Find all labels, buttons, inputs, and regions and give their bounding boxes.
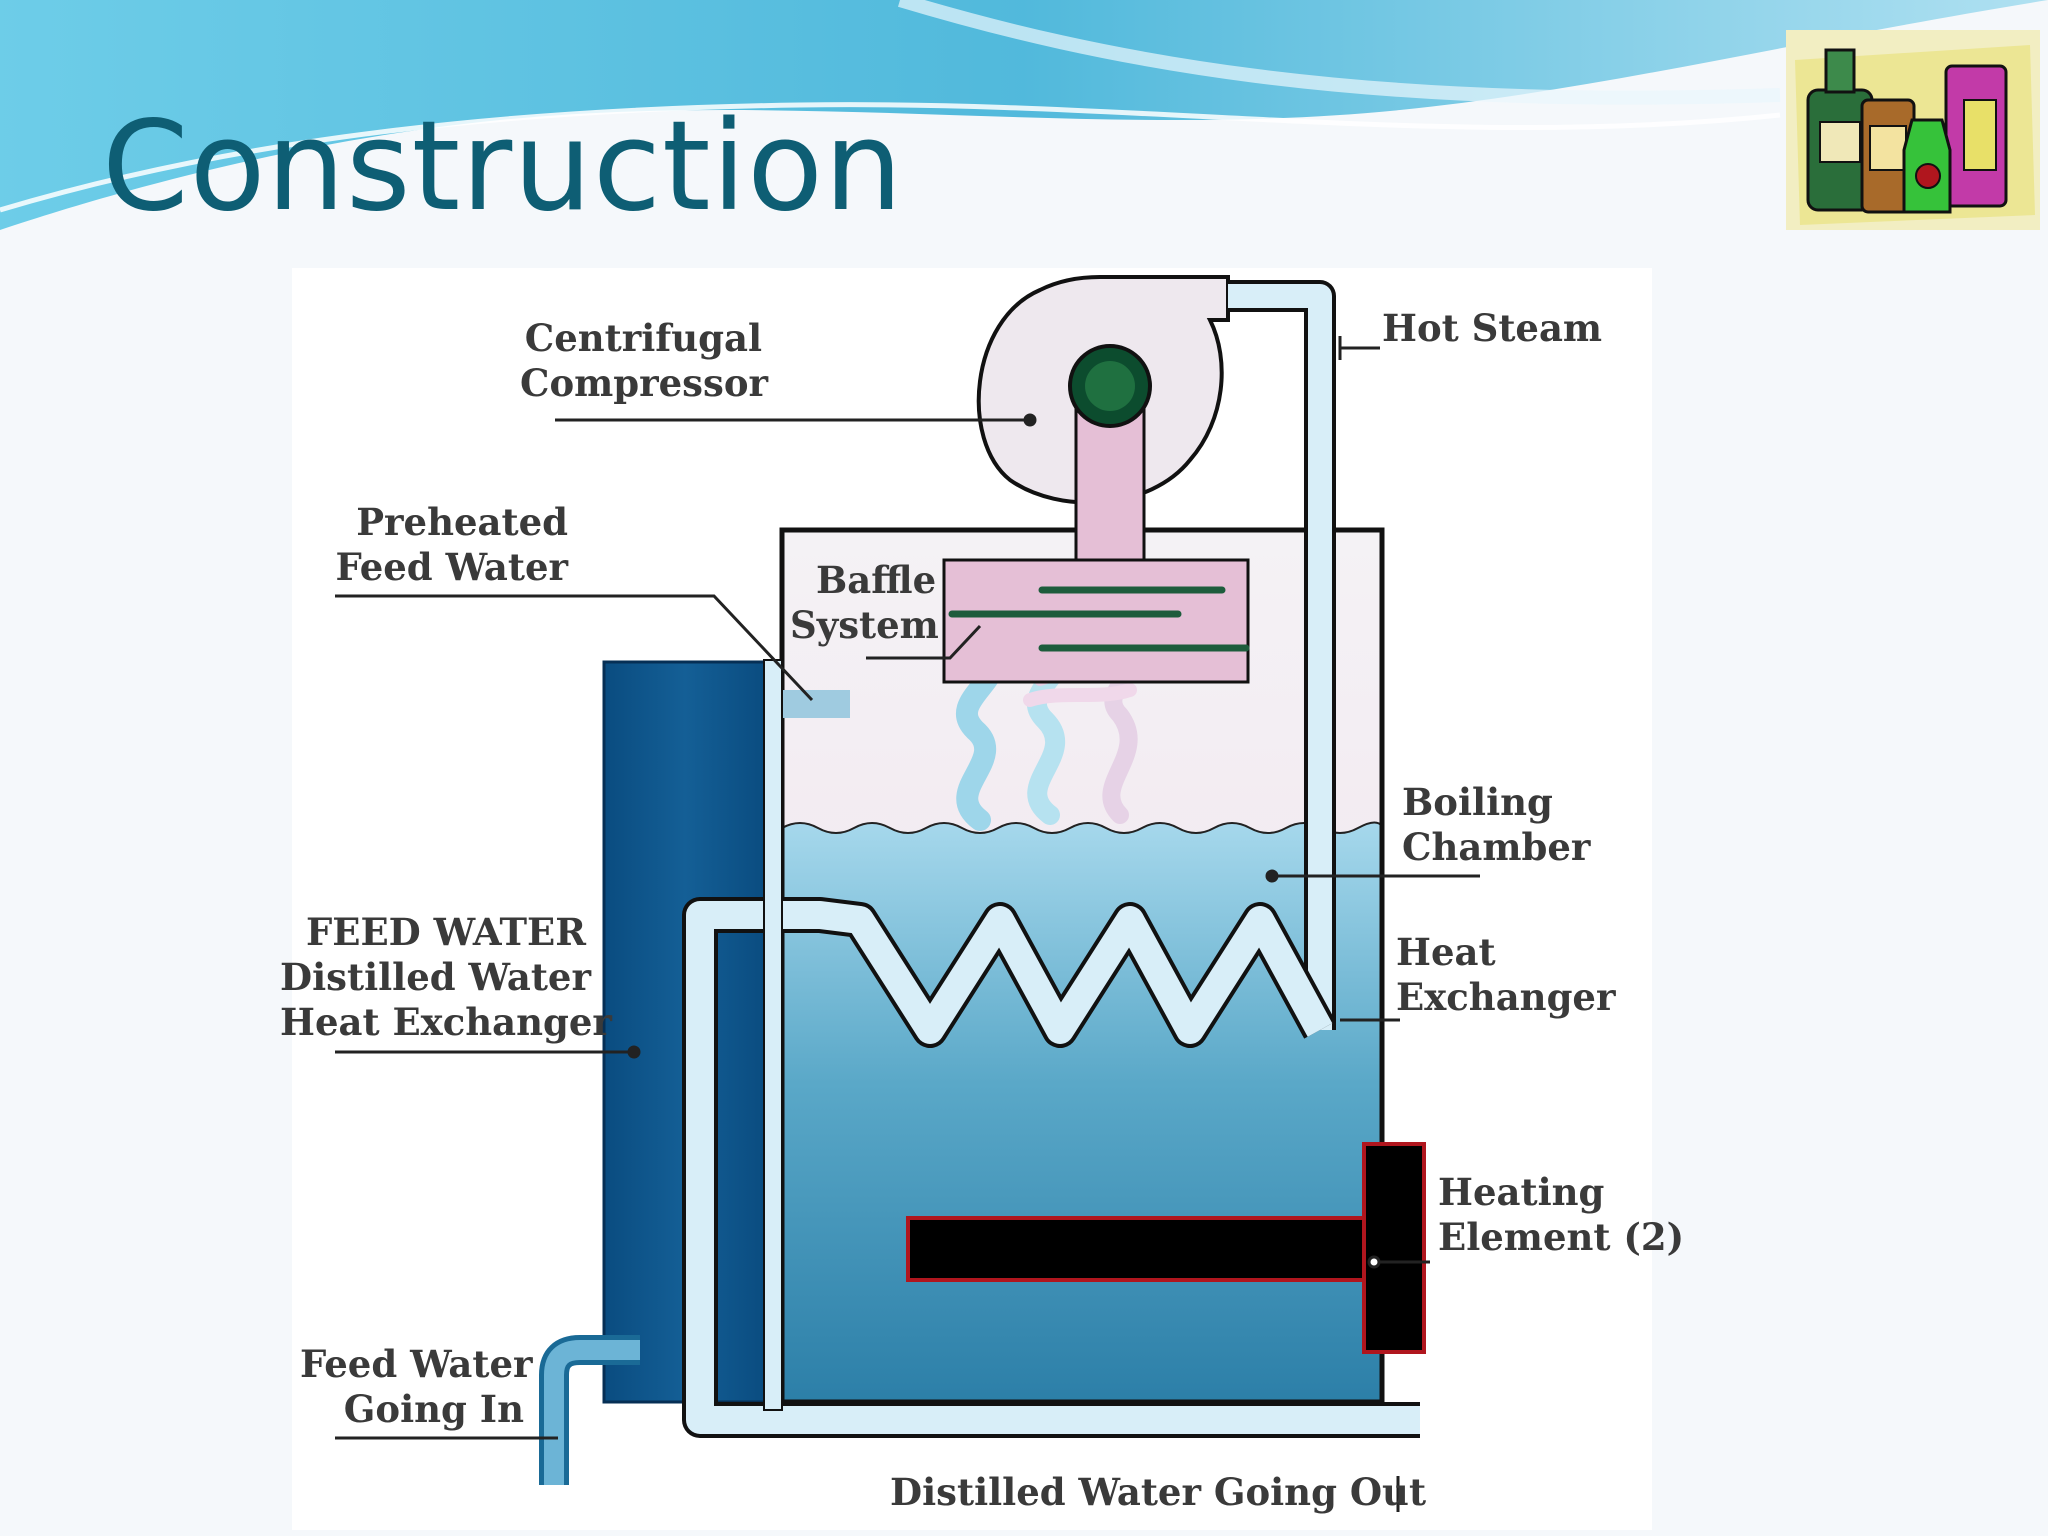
label-line: Compressor (520, 361, 769, 405)
label-line: Exchanger (1396, 975, 1616, 1019)
label-line: FEED WATER (306, 910, 586, 954)
label-line: Going In (343, 1387, 524, 1431)
label-heat-exchanger: Heat Exchanger (1396, 930, 1615, 1020)
leader-lines (335, 336, 1480, 1512)
label-line: Distilled Water Going Out (890, 1470, 1427, 1514)
chemical-bottles-icon (1786, 30, 2040, 230)
label-line: System (790, 603, 939, 647)
label-preheated-feed-water: Preheated Feed Water (330, 500, 568, 590)
label-line: Heat Exchanger (280, 1000, 612, 1044)
heating-element (906, 1142, 1426, 1354)
label-line: Feed Water (335, 545, 568, 589)
label-line: Distilled Water (280, 955, 591, 999)
label-line: Chamber (1402, 825, 1591, 869)
label-line: Centrifugal (524, 316, 762, 360)
label-hot-steam: Hot Steam (1382, 306, 1602, 351)
label-line: Heat (1396, 930, 1496, 974)
preheated-feed-inlet (778, 690, 850, 718)
label-centrifugal-compressor: Centrifugal Compressor (520, 316, 769, 406)
header-wave (0, 0, 2048, 230)
label-baffle-system: Baffle System (790, 558, 939, 648)
baffle-system (942, 558, 1250, 684)
label-line: Baffle (816, 558, 937, 602)
label-line: Feed Water (300, 1342, 533, 1386)
label-boiling-chamber: Boiling Chamber (1402, 780, 1590, 870)
label-line: Hot Steam (1382, 306, 1603, 350)
label-line: Element (2) (1438, 1215, 1685, 1259)
label-line: Preheated (356, 500, 568, 544)
feed-water-riser (763, 659, 783, 1411)
label-feed-water-going-in: Feed Water Going In (300, 1342, 533, 1432)
centrifugal-compressor (976, 275, 1230, 562)
label-heating-element: Heating Element (2) (1438, 1170, 1684, 1260)
label-feed-water-heat-exchanger: FEED WATER Distilled Water Heat Exchange… (280, 910, 612, 1045)
label-distilled-water-going-out: Distilled Water Going Out (890, 1470, 1426, 1515)
label-line: Boiling (1402, 780, 1553, 824)
label-line: Heating (1438, 1170, 1605, 1214)
slide-title: Construction (102, 95, 904, 239)
